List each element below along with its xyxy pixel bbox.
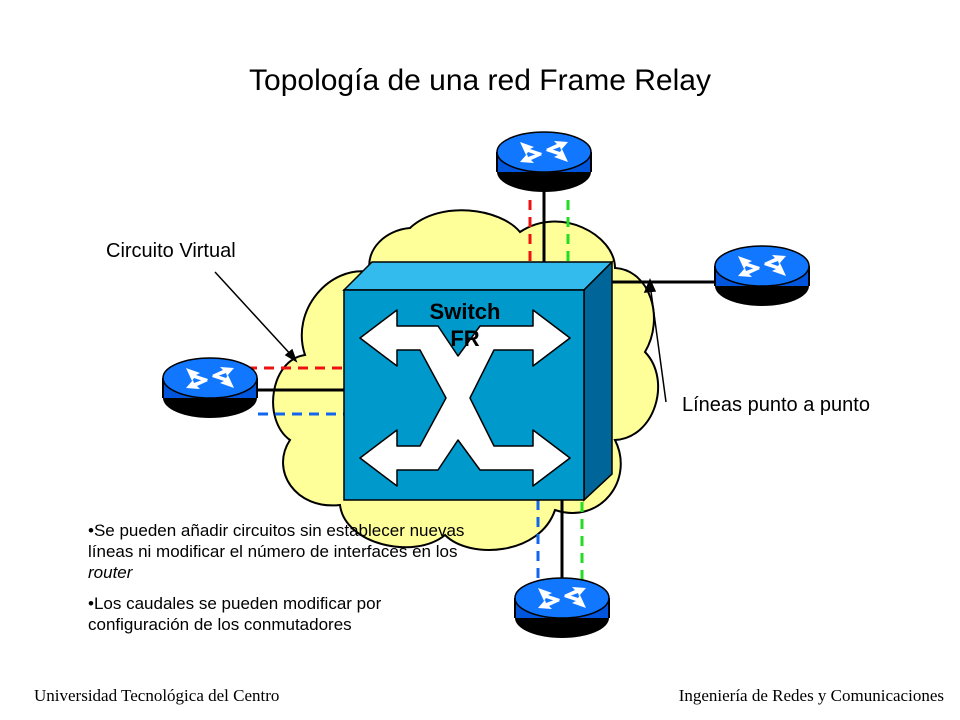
footer-left: Universidad Tecnológica del Centro	[34, 686, 280, 705]
bullet-item-throughput: •Los caudales se pueden modificar por co…	[88, 594, 382, 634]
point-to-point-label: Líneas punto a punto	[682, 394, 870, 416]
virtual-circuit-leader	[214, 271, 294, 358]
bullet-item-circuits: •Se pueden añadir circuitos sin establec…	[88, 520, 478, 583]
frame-relay-switch-icon	[342, 260, 614, 502]
bullet-list: •Se pueden añadir circuitos sin establec…	[88, 520, 478, 645]
footer-right: Ingeniería de Redes y Comunicaciones	[678, 686, 944, 705]
point-to-point-lines	[258, 192, 715, 585]
page-title: Topología de una red Frame Relay	[249, 64, 711, 97]
switch-label: Switch FR	[400, 298, 530, 352]
bullet-text: •Se pueden añadir circuitos sin establec…	[88, 521, 465, 561]
router-icon	[496, 131, 592, 193]
point-to-point-leader	[649, 283, 667, 403]
callout-leaders	[214, 271, 667, 403]
router-icon	[162, 357, 258, 419]
switch-label-line2: FR	[450, 326, 480, 351]
router-icon	[714, 245, 810, 307]
router-icon	[514, 577, 610, 639]
virtual-circuit-label: Circuito Virtual	[106, 240, 236, 262]
point-to-point-arrowhead	[643, 278, 657, 293]
bullet-italic-text: router	[88, 563, 133, 582]
switch-label-line1: Switch	[429, 299, 501, 324]
virtual-circuit-arrowhead	[284, 348, 298, 363]
